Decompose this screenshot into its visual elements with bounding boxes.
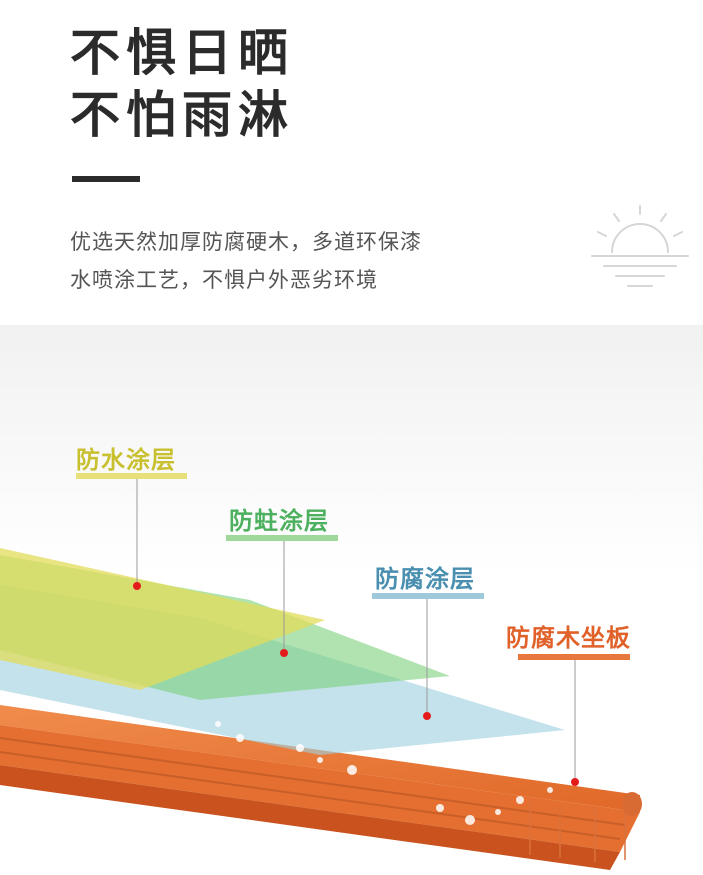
label-anticorrosion-bar <box>372 593 484 599</box>
description-line-2: 水喷涂工艺，不惧户外恶劣环境 <box>70 268 378 292</box>
waterproof-layer <box>0 548 325 690</box>
headline-line-1: 不惧日晒 <box>70 24 294 82</box>
label-waterproof-bar <box>76 473 187 479</box>
headline-divider <box>72 176 140 182</box>
anticorrosion-marker <box>423 712 431 720</box>
label-wood-bar <box>518 654 630 660</box>
label-waterproof: 防水涂层 <box>76 446 176 474</box>
label-anti-insect: 防蛀涂层 <box>229 507 329 535</box>
wood-marker <box>571 778 579 786</box>
headline-line-2: 不怕雨淋 <box>70 86 294 144</box>
headline: 不惧日晒 不怕雨淋 <box>70 22 294 146</box>
description-line-1: 优选天然加厚防腐硬木，多道环保漆 <box>70 230 422 254</box>
label-wood: 防腐木坐板 <box>506 624 631 652</box>
sun-horizon-icon <box>591 205 689 287</box>
waterproof-marker <box>133 582 141 590</box>
label-anti-insect-bar <box>226 535 338 541</box>
description: 优选天然加厚防腐硬木，多道环保漆 水喷涂工艺，不惧户外恶劣环境 <box>70 223 422 299</box>
anti-insect-marker <box>280 649 288 657</box>
label-anticorrosion: 防腐涂层 <box>375 565 475 593</box>
water-droplets <box>215 721 553 825</box>
